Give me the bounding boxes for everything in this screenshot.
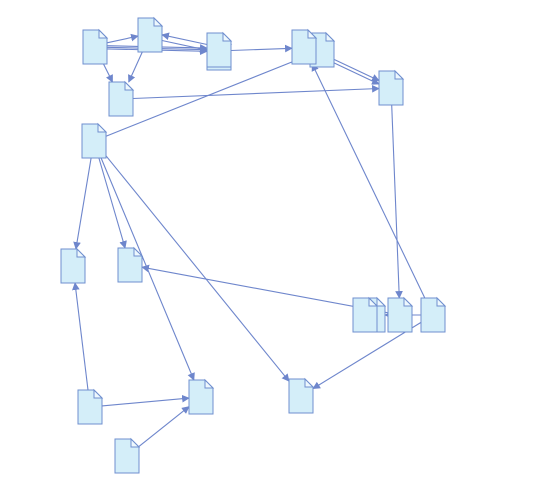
document-fold xyxy=(124,80,135,91)
edge-d4-to-d7 xyxy=(132,84,380,100)
edge-d16-to-d5 xyxy=(311,63,426,299)
edge-d17-to-d9 xyxy=(72,282,89,391)
document-fold xyxy=(98,28,109,39)
document-fold xyxy=(222,31,233,42)
document-fold xyxy=(304,377,315,388)
document-icon[interactable] xyxy=(137,16,164,53)
document-icon[interactable] xyxy=(188,378,215,415)
edge-d17-to-d11 xyxy=(101,394,190,407)
document-icon[interactable] xyxy=(288,377,315,414)
document-fold xyxy=(97,122,108,133)
document-icon[interactable] xyxy=(81,122,108,159)
document-fold xyxy=(368,296,379,307)
document-fold xyxy=(204,378,215,389)
edge-d8-to-d6 xyxy=(105,53,311,137)
edge-d8-to-d11 xyxy=(100,157,195,381)
document-fold xyxy=(325,31,336,42)
edge-d1-to-d2 xyxy=(106,33,139,44)
edge-d1-to-d4 xyxy=(103,63,113,83)
document-icon[interactable] xyxy=(108,80,135,117)
edge-d8-to-d10 xyxy=(98,157,127,249)
document-fold xyxy=(153,16,164,27)
document-fold xyxy=(394,69,405,80)
document-icon[interactable] xyxy=(378,69,405,106)
document-fold xyxy=(76,247,87,258)
document-icon[interactable] xyxy=(77,388,104,425)
document-icon[interactable] xyxy=(352,296,379,333)
document-fold xyxy=(436,296,447,307)
edge-d14-to-d10 xyxy=(141,264,389,314)
edge-layer xyxy=(72,32,426,447)
document-icon[interactable] xyxy=(387,296,414,333)
edge-d8-to-d9 xyxy=(73,157,92,250)
edge-d8-to-d12 xyxy=(105,155,290,382)
document-icon[interactable] xyxy=(60,247,87,284)
node-layer xyxy=(60,16,447,474)
document-icon[interactable] xyxy=(114,437,141,474)
document-fold xyxy=(307,28,318,39)
document-fold xyxy=(133,246,144,257)
document-icon[interactable] xyxy=(206,31,233,68)
edge-d16-to-d12 xyxy=(312,321,422,390)
document-icon[interactable] xyxy=(117,246,144,283)
document-fold xyxy=(376,296,387,307)
document-icon[interactable] xyxy=(291,28,318,65)
edge-d2-to-d4 xyxy=(128,51,143,83)
edge-d3-to-d2 xyxy=(161,32,208,46)
document-fold xyxy=(130,437,141,448)
edge-d2-to-d3 xyxy=(161,39,208,53)
document-fold xyxy=(93,388,104,399)
document-icon[interactable] xyxy=(82,28,109,65)
document-icon[interactable] xyxy=(420,296,447,333)
edge-d7-to-d14 xyxy=(391,104,403,299)
document-fold xyxy=(403,296,414,307)
edge-d3-to-d5 xyxy=(230,44,293,53)
edge-d18-to-d11 xyxy=(138,406,190,447)
